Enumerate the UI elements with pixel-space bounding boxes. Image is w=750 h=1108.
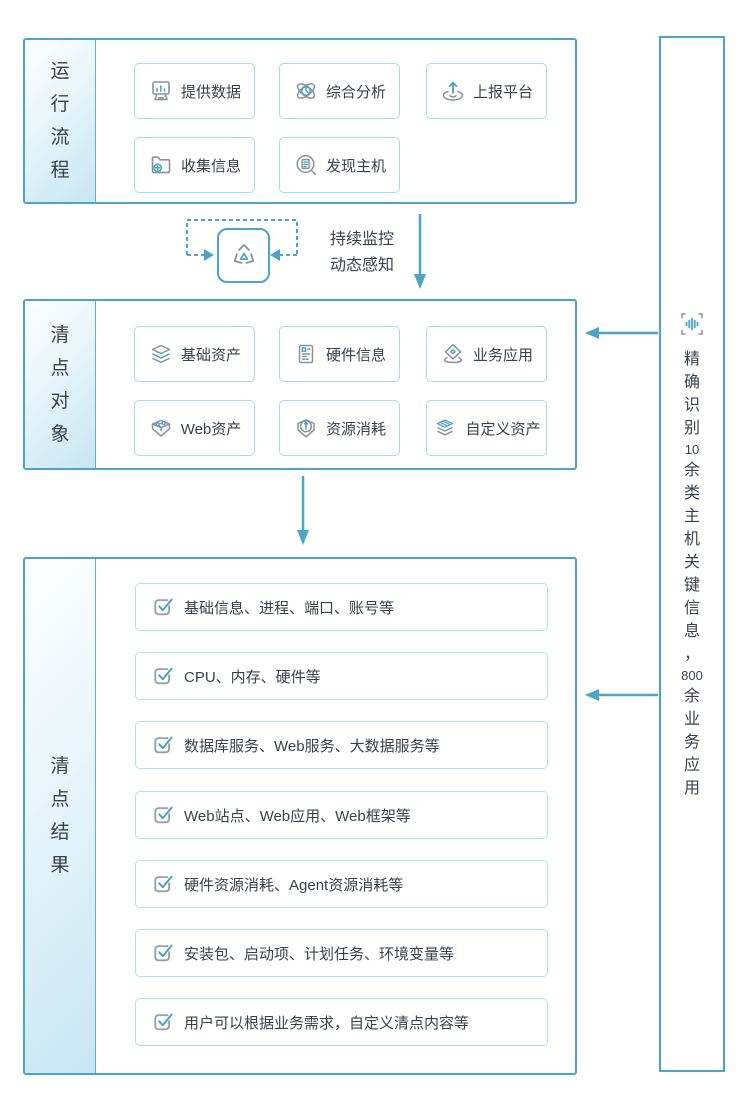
card-label: 提供数据: [180, 83, 241, 101]
card-label: 基础资产: [180, 346, 241, 364]
loop-caption: 持续监控 动态感知: [330, 227, 394, 279]
result-row-text: 硬件资源消耗、Agent资源消耗等: [184, 876, 404, 894]
card-resource-consumption: 资源消耗: [279, 400, 400, 456]
checkbox-check-icon: [154, 1013, 173, 1031]
section-objects-label: 清点对象: [25, 301, 96, 468]
result-row-text: 安装包、启动项、计划任务、环境变量等: [184, 945, 455, 963]
card-label: 收集信息: [180, 157, 241, 175]
section-results: 清点结果 基础信息、进程、端口、账号等 CPU、内存、硬件等: [23, 557, 577, 1075]
left-arrow-to-results: [585, 689, 658, 701]
down-arrow-1: [414, 214, 426, 289]
section-process-body: 提供数据 综合分析: [96, 40, 575, 202]
section-objects-body: 基础资产 硬件信息: [96, 301, 575, 468]
card-label: 自定义资产: [465, 420, 541, 438]
checkbox-check-icon: [154, 667, 173, 685]
loop-dashed-connector: [186, 219, 298, 261]
card-label: Web资产: [180, 420, 242, 438]
checkbox-check-icon: [154, 736, 173, 754]
folder-plus-icon: [151, 156, 171, 174]
recycle-icon: [233, 243, 254, 264]
checkbox-check-icon: [154, 875, 173, 893]
result-row-text: Web站点、Web应用、Web框架等: [184, 807, 411, 825]
left-arrow-to-objects: [585, 327, 658, 339]
card-label: 业务应用: [472, 346, 533, 364]
card-label: 硬件信息: [325, 346, 386, 364]
waveform-scan-icon: [681, 312, 703, 335]
section-process-label: 运行流程: [25, 40, 96, 202]
layers-icon: [151, 344, 171, 364]
result-row-text: 基础信息、进程、端口、账号等: [184, 599, 395, 617]
down-arrow-2: [297, 476, 309, 545]
card-web-asset: Web资产: [134, 400, 255, 456]
result-row-text: 数据库服务、Web服务、大数据服务等: [184, 737, 440, 755]
continuous-monitor-box: [217, 228, 270, 283]
card-discover-host: 发现主机: [279, 137, 400, 193]
loop-caption-line2: 动态感知: [330, 257, 395, 274]
stacked-sheets-icon: [437, 419, 454, 436]
card-provide-data: 提供数据: [134, 63, 255, 119]
card-label: 发现主机: [325, 157, 386, 175]
section-objects: 清点对象 基础资产: [23, 299, 577, 470]
hardware-icon: [298, 344, 314, 364]
card-label: 上报平台: [472, 83, 533, 101]
card-base-asset: 基础资产: [134, 326, 255, 382]
monitor-chart-icon: [152, 81, 170, 101]
result-row-packages: 安装包、启动项、计划任务、环境变量等: [135, 929, 548, 977]
atom-pie-icon: [296, 83, 316, 99]
section-process: 运行流程 提供数据: [23, 38, 577, 204]
card-custom-asset: 自定义资产: [426, 400, 547, 456]
section-results-body: 基础信息、进程、端口、账号等 CPU、内存、硬件等 数据库服务、Web服务、大数…: [96, 559, 575, 1073]
result-row-basic-info: 基础信息、进程、端口、账号等: [135, 583, 548, 631]
doc-magnifier-icon: [296, 154, 317, 176]
result-row-text: CPU、内存、硬件等: [184, 668, 321, 686]
web-molecule-icon: [151, 419, 170, 437]
card-business-app: 业务应用: [426, 326, 547, 382]
result-row-web: Web站点、Web应用、Web框架等: [135, 791, 548, 839]
gauge-box-icon: [297, 419, 315, 438]
upload-platform-icon: [442, 81, 464, 101]
result-row-resource: 硬件资源消耗、Agent资源消耗等: [135, 860, 548, 908]
loop-caption-line1: 持续监控: [330, 231, 395, 248]
result-row-text: 用户可以根据业务需求，自定义清点内容等: [184, 1014, 470, 1032]
card-report-platform: 上报平台: [426, 63, 547, 119]
card-hardware-info: 硬件信息: [279, 326, 400, 382]
checkbox-check-icon: [154, 806, 173, 824]
card-label: 综合分析: [325, 83, 386, 101]
checkbox-check-icon: [154, 598, 173, 616]
diamond-app-icon: [443, 344, 463, 364]
card-collect-info: 收集信息: [134, 137, 255, 193]
section-results-label: 清点结果: [25, 559, 96, 1073]
card-label: 资源消耗: [325, 420, 386, 438]
card-analyze: 综合分析: [279, 63, 400, 119]
result-row-cpu-memory: CPU、内存、硬件等: [135, 652, 548, 700]
result-row-services: 数据库服务、Web服务、大数据服务等: [135, 721, 548, 769]
result-row-custom: 用户可以根据业务需求，自定义清点内容等: [135, 998, 548, 1046]
checkbox-check-icon: [154, 944, 173, 962]
